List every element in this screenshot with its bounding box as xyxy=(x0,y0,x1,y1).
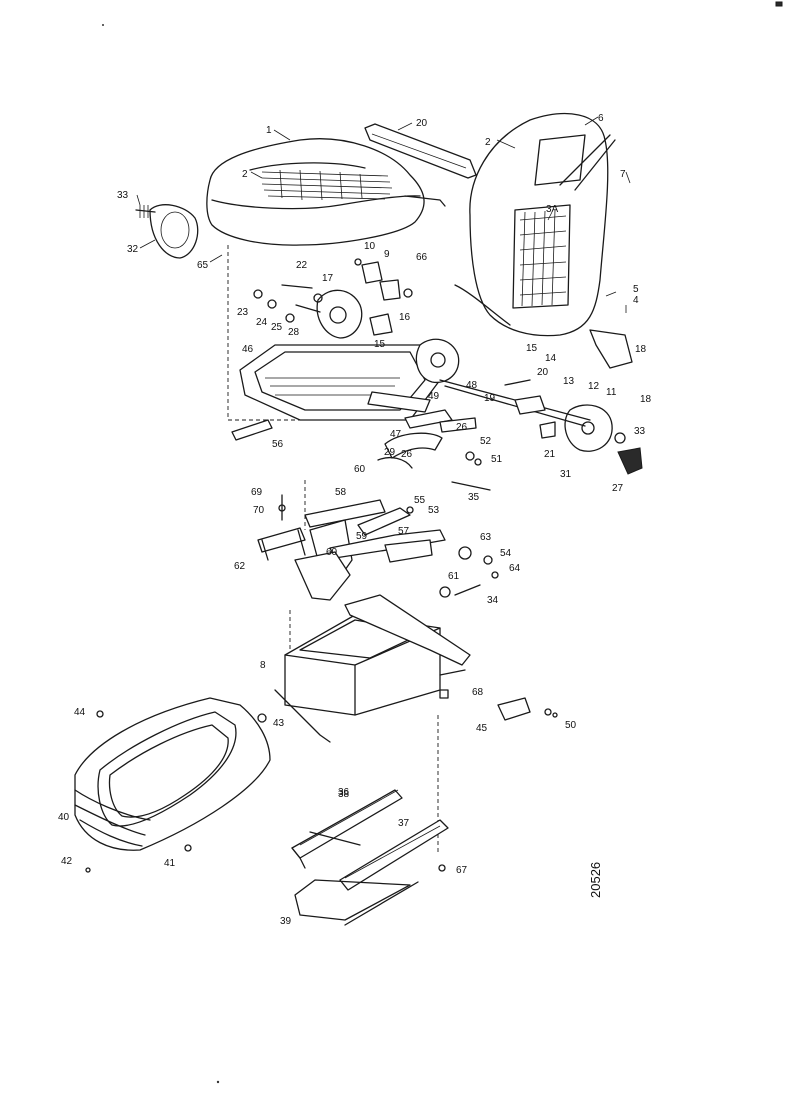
seat-cushion xyxy=(206,138,446,246)
recliner-mechanism xyxy=(316,289,613,452)
callout-4: 4 xyxy=(633,295,639,306)
callout-53: 53 xyxy=(428,505,440,516)
seat-base-box xyxy=(274,594,558,743)
callout-13: 13 xyxy=(563,376,575,387)
callout-55: 55 xyxy=(414,495,426,506)
callout-49: 49 xyxy=(428,391,440,402)
callout-61: 61 xyxy=(448,571,460,582)
callout-33: 33 xyxy=(634,426,646,437)
callout-10: 10 xyxy=(364,241,376,252)
callout-34: 34 xyxy=(487,595,499,606)
callout-52: 52 xyxy=(480,436,492,447)
hardware-cluster xyxy=(253,258,413,336)
callout-50: 50 xyxy=(565,720,577,731)
callout-36: 36 xyxy=(338,787,350,798)
callout-11: 11 xyxy=(606,387,617,398)
callout-2: 2 xyxy=(242,169,248,180)
callout-23: 23 xyxy=(237,307,249,318)
speck xyxy=(216,1080,220,1084)
callout-68: 68 xyxy=(472,687,484,698)
callout-8: 8 xyxy=(260,660,266,671)
callout-18: 18 xyxy=(640,394,652,405)
callout-60: 60 xyxy=(354,464,366,475)
callout-27: 27 xyxy=(612,483,624,494)
callout-63: 63 xyxy=(480,532,492,543)
callout-57: 57 xyxy=(398,526,410,537)
corner-mark xyxy=(775,1,783,7)
callout-14: 14 xyxy=(545,353,557,364)
callout-29: 29 xyxy=(384,447,396,458)
callout-16: 16 xyxy=(399,312,411,323)
slide-rails xyxy=(291,789,449,926)
callout-17: 17 xyxy=(322,273,334,284)
callout-39: 39 xyxy=(280,916,292,927)
lower-frame xyxy=(74,697,271,873)
callout-2: 2 xyxy=(485,137,491,148)
callout-9: 9 xyxy=(384,249,390,260)
callout-62: 62 xyxy=(234,561,246,572)
speck xyxy=(102,24,104,26)
callout-15: 15 xyxy=(526,343,538,354)
callout-48: 48 xyxy=(466,380,478,391)
adjuster-parts xyxy=(367,379,643,491)
callout-46: 46 xyxy=(242,344,254,355)
callout-19: 19 xyxy=(484,393,496,404)
callout-32: 32 xyxy=(127,244,139,255)
callout-51: 51 xyxy=(491,454,503,465)
bracket-bar xyxy=(231,419,273,441)
callout-20: 20 xyxy=(416,118,428,129)
callout-54: 54 xyxy=(500,548,512,559)
callout-15: 15 xyxy=(374,339,386,350)
callout-20: 20 xyxy=(537,367,549,378)
leader-lines xyxy=(136,116,631,313)
callout-58: 58 xyxy=(335,487,347,498)
callout-70: 70 xyxy=(253,505,265,516)
knob-assembly xyxy=(135,204,199,259)
assembly-line xyxy=(227,245,300,421)
callout-38: 38 xyxy=(338,789,350,800)
callout-25: 25 xyxy=(271,322,283,333)
callout-26: 26 xyxy=(401,449,413,460)
callout-7: 7 xyxy=(620,169,626,180)
callout-5: 5 xyxy=(633,284,639,295)
figure-number: 20526 xyxy=(588,862,603,898)
callout-37: 37 xyxy=(398,818,410,829)
callout-67: 67 xyxy=(456,865,468,876)
callout-26: 26 xyxy=(456,422,468,433)
callout-12: 12 xyxy=(588,381,600,392)
callout-60: 60 xyxy=(326,547,338,558)
callout-47: 47 xyxy=(390,429,402,440)
linkage-assembly xyxy=(257,494,499,601)
callout-43: 43 xyxy=(273,718,285,729)
callout-66: 66 xyxy=(416,252,428,263)
callout-64: 64 xyxy=(509,563,521,574)
callout-35: 35 xyxy=(468,492,480,503)
callout-6: 6 xyxy=(598,113,604,124)
callout-1: 1 xyxy=(266,125,272,136)
callout-56: 56 xyxy=(272,439,284,450)
callout-41: 41 xyxy=(164,858,176,869)
callout-69: 69 xyxy=(251,487,263,498)
callout-22: 22 xyxy=(296,260,308,271)
callout-3a: 3A xyxy=(546,204,559,215)
callout-31: 31 xyxy=(560,469,572,480)
callout-labels: 1 2 2 3A 4 5 6 7 8 9 10 11 12 13 14 15 1… xyxy=(58,113,652,927)
trim-strip xyxy=(364,123,477,179)
callout-28: 28 xyxy=(288,327,300,338)
callout-45: 45 xyxy=(476,723,488,734)
callout-18: 18 xyxy=(635,344,647,355)
callout-42: 42 xyxy=(61,856,73,867)
backrest xyxy=(454,112,633,369)
callout-40: 40 xyxy=(58,812,70,823)
callout-59: 59 xyxy=(356,531,368,542)
callout-21: 21 xyxy=(544,449,556,460)
callout-65: 65 xyxy=(197,260,209,271)
callout-33: 33 xyxy=(117,190,129,201)
callout-44: 44 xyxy=(74,707,86,718)
callout-24: 24 xyxy=(256,317,268,328)
